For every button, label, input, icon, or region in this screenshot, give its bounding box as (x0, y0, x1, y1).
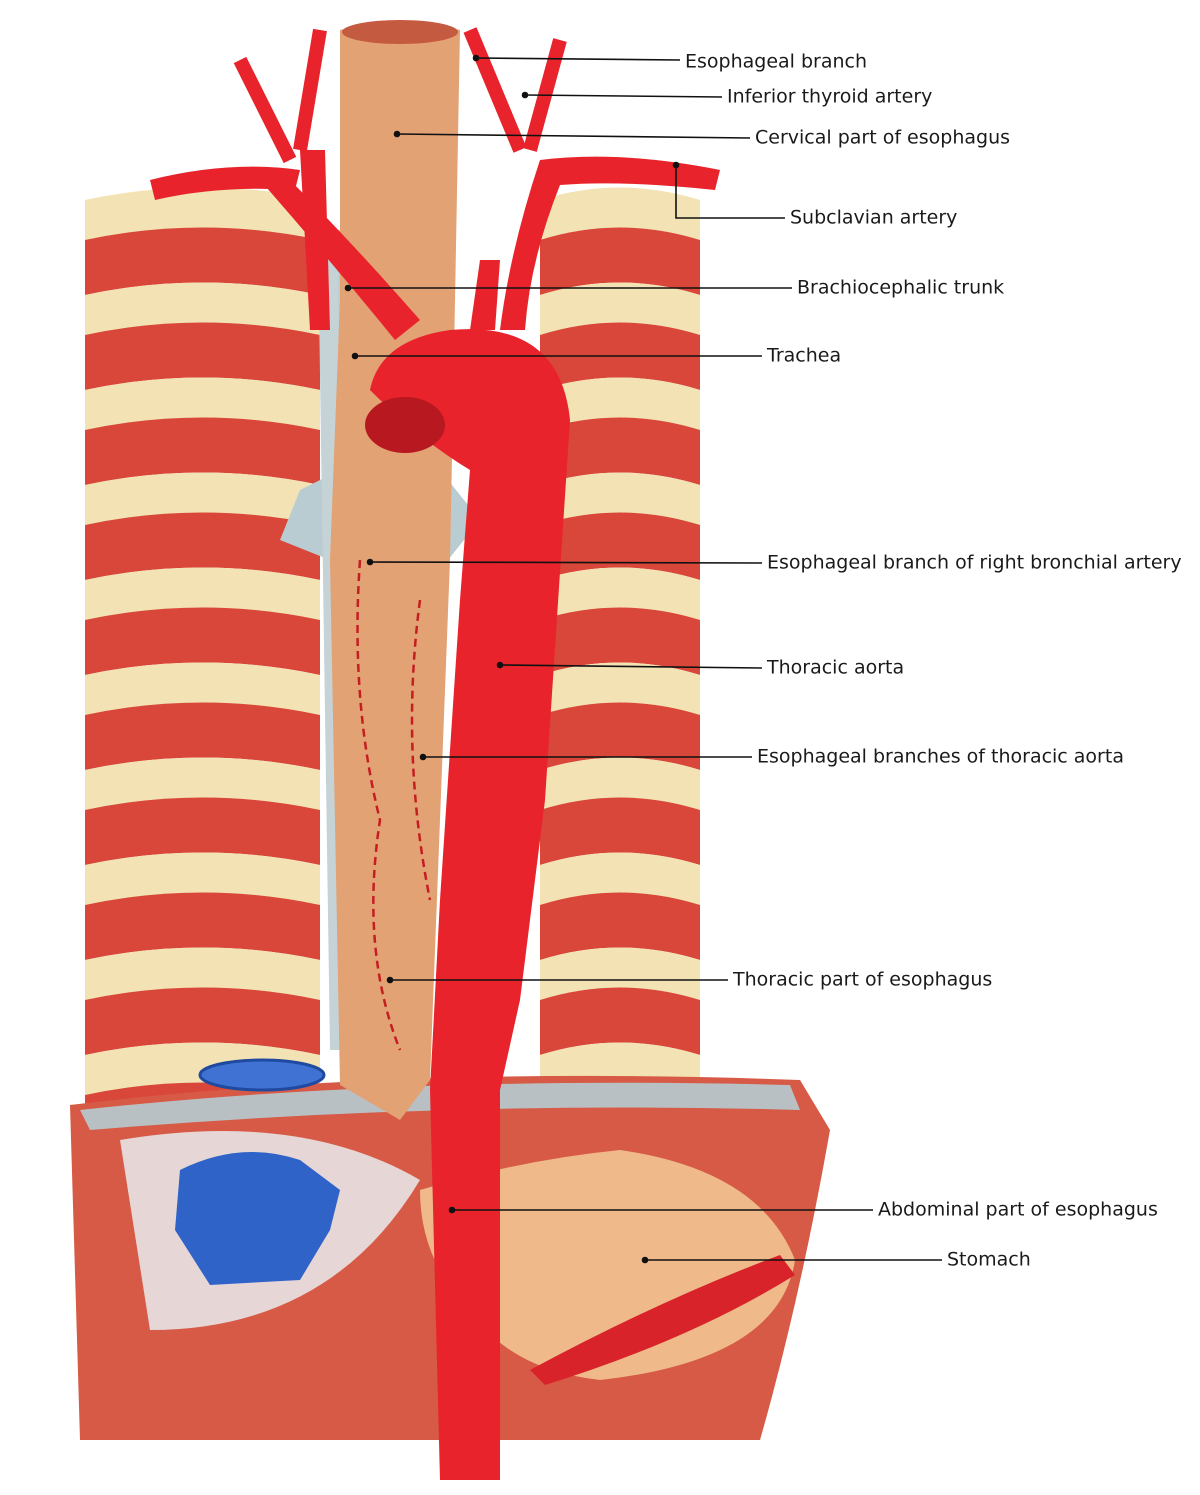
inferior-thyroid-artery-leader (524, 94, 723, 98)
intercostal-muscle (85, 417, 320, 485)
intercostal-muscle (540, 987, 700, 1055)
brachiocephalic-trunk-pointer (344, 284, 352, 292)
cervical-part-of-esophagus-label: Cervical part of esophagus (755, 126, 1011, 149)
thoracic-part-of-esophagus-pointer (386, 976, 394, 984)
intercostal-muscle (85, 702, 320, 770)
inferior-thyroid-artery-pointer (521, 91, 529, 99)
intercostal-muscle (85, 797, 320, 865)
esophageal-branch-pointer (472, 54, 480, 62)
thoracic-aorta-pointer (496, 661, 504, 669)
inferior-thyroid-artery-label: Inferior thyroid artery (727, 85, 933, 108)
stomach-label: Stomach (947, 1248, 1031, 1271)
intercostal-muscle (540, 227, 700, 295)
subclavian-artery-label: Subclavian artery (790, 206, 958, 229)
esophageal-branch-label: Esophageal branch (685, 50, 868, 73)
cervical-part-of-esophagus-leader (396, 133, 751, 139)
intercostal-muscle (540, 797, 700, 865)
intercostal-muscle (540, 417, 700, 485)
stomach-pointer (641, 1256, 649, 1264)
thoracic-part-of-esophagus-label: Thoracic part of esophagus (733, 968, 993, 991)
cervical-part-of-esophagus-pointer (393, 130, 401, 138)
esophageal-branches-of-thoracic-aorta-label: Esophageal branches of thoracic aorta (757, 745, 1124, 768)
inferior-vena-cava (175, 1152, 340, 1285)
esophageal-branch-of-right-bronchial-artery-label: Esophageal branch of right bronchial art… (767, 551, 1182, 574)
aorta-shape (370, 329, 570, 1090)
subclavian-artery-pointer (672, 161, 680, 169)
intercostal-muscle (540, 702, 700, 770)
abdominal-part-of-esophagus-label: Abdominal part of esophagus (878, 1198, 1158, 1221)
intercostal-muscle (85, 227, 320, 295)
esophageal-branch-of-right-bronchial-artery-pointer (366, 558, 374, 566)
esophageal-branches-of-thoracic-aorta-pointer (419, 753, 427, 761)
subclavian-artery-leader (675, 165, 785, 219)
abdominal-part-of-esophagus-pointer (448, 1206, 456, 1214)
intercostal-muscle (85, 892, 320, 960)
intercostal-muscle (540, 892, 700, 960)
brachiocephalic-trunk-label: Brachiocephalic trunk (797, 276, 1005, 299)
thoracic-aorta-leader (499, 664, 763, 669)
esophageal-branch-leader (475, 57, 681, 61)
intercostal-muscle (85, 607, 320, 675)
trachea-label: Trachea (767, 344, 842, 367)
esophageal-branch-of-right-bronchial-artery-leader (369, 561, 763, 564)
intercostal-muscle (85, 322, 320, 390)
thoracic-aorta-label: Thoracic aorta (767, 656, 905, 679)
azygos-vein (198, 1058, 326, 1092)
intercostal-muscle (540, 607, 700, 675)
intercostal-muscle (85, 987, 320, 1055)
intercostal-muscle (85, 512, 320, 580)
trachea-pointer (351, 352, 359, 360)
leader-lines (344, 54, 942, 1264)
